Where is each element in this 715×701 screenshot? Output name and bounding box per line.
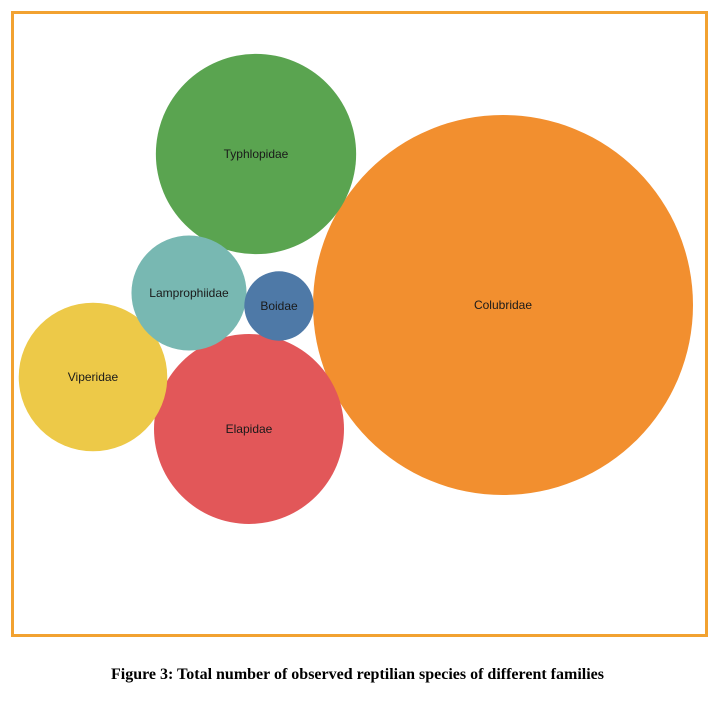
bubble-label-lamprophiidae: Lamprophiidae (149, 286, 229, 300)
bubble-boidae (244, 271, 314, 341)
bubble-label-elapidae: Elapidae (226, 422, 273, 436)
bubble-colubridae (313, 115, 693, 495)
bubble-label-viperidae: Viperidae (68, 370, 119, 384)
bubble-label-colubridae: Colubridae (474, 298, 532, 312)
bubble-typhlopidae (155, 53, 357, 255)
bubble-label-boidae: Boidae (260, 299, 298, 313)
bubble-label-typhlopidae: Typhlopidae (224, 147, 289, 161)
bubble-lamprophiidae (131, 235, 247, 351)
bubble-viperidae (18, 302, 168, 452)
bubble-elapidae (154, 334, 344, 524)
figure-caption: Figure 3: Total number of observed repti… (110, 666, 604, 683)
